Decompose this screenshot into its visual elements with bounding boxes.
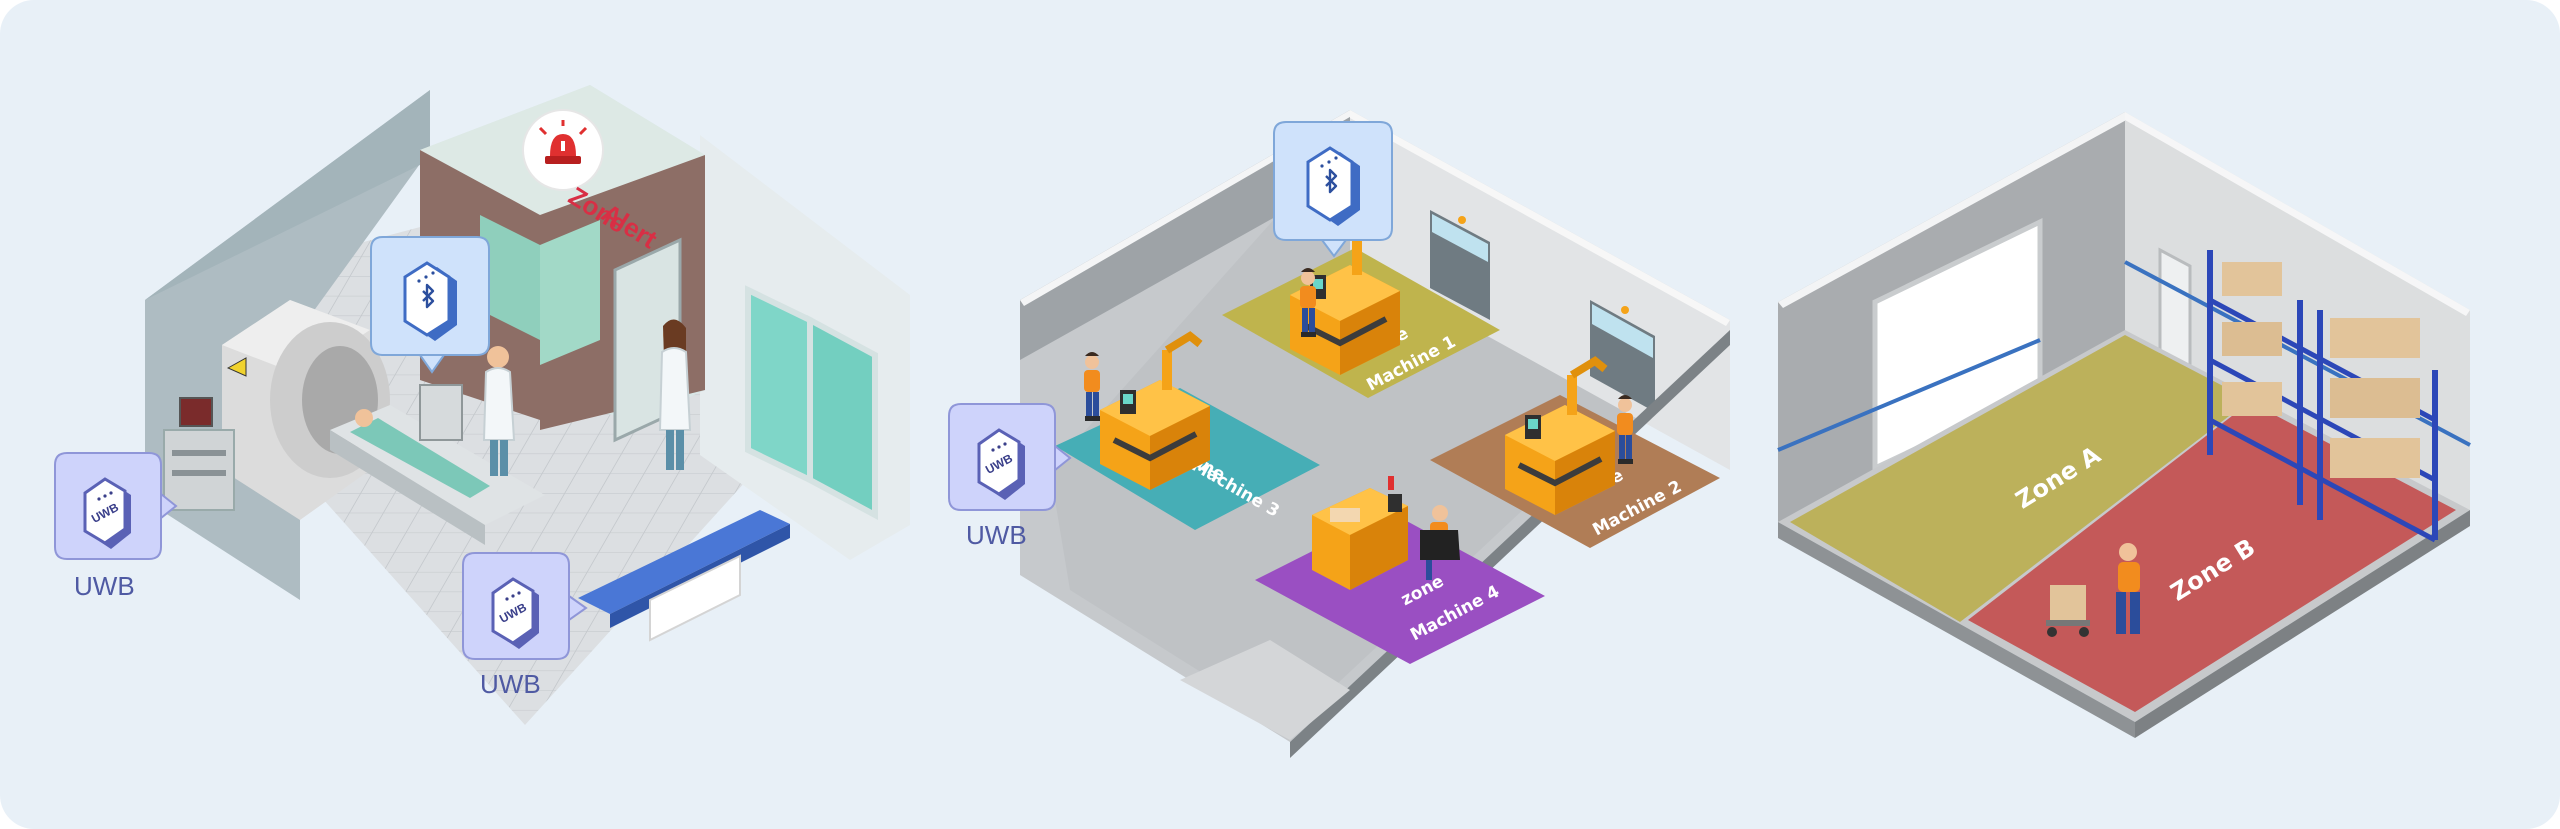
uwb-label-factory: UWB (966, 520, 1027, 550)
warehouse-scene: Zone A Zone B (1777, 112, 2471, 738)
uwb-tag-hospital-left (53, 451, 178, 561)
monitor-cart (163, 397, 235, 511)
factory-left-wall (1020, 110, 1350, 360)
seated-worker (1420, 505, 1460, 580)
mri-machine (222, 300, 390, 520)
patient-bed (330, 405, 545, 545)
factory-ramp (1180, 640, 1350, 740)
glass-cabinet (745, 285, 813, 485)
storage-racks (2207, 250, 2438, 543)
uwb-tag-hospital-bottom (461, 551, 588, 661)
waiting-bench (578, 510, 790, 642)
nurse (658, 319, 692, 470)
ble-tag-hospital (369, 235, 491, 374)
zone-b-floor (1968, 402, 2456, 712)
uwb-tag-factory (947, 402, 1072, 512)
worker-with-cart (2046, 543, 2140, 637)
zone-a-floor (1790, 335, 2250, 622)
radiation-icon (226, 357, 247, 377)
doctor (482, 346, 516, 476)
uwb-label-hospital-left: UWB (74, 571, 135, 601)
factory-scene: zone Machine 1 zone Machine 2 zone Machi… (947, 110, 1730, 758)
worker-machine-2 (1617, 395, 1633, 464)
hospital-window (480, 215, 540, 340)
worker-machine-1 (1300, 268, 1316, 337)
uwb-label-hospital-bottom: UWB (480, 669, 541, 699)
ble-tag-factory (1272, 120, 1394, 258)
control-console (419, 384, 463, 441)
hospital-scene: Zone Alert (53, 85, 910, 725)
siren-icon (538, 120, 588, 164)
worker-machine-3 (1084, 352, 1100, 421)
machine-4 (1312, 476, 1408, 590)
